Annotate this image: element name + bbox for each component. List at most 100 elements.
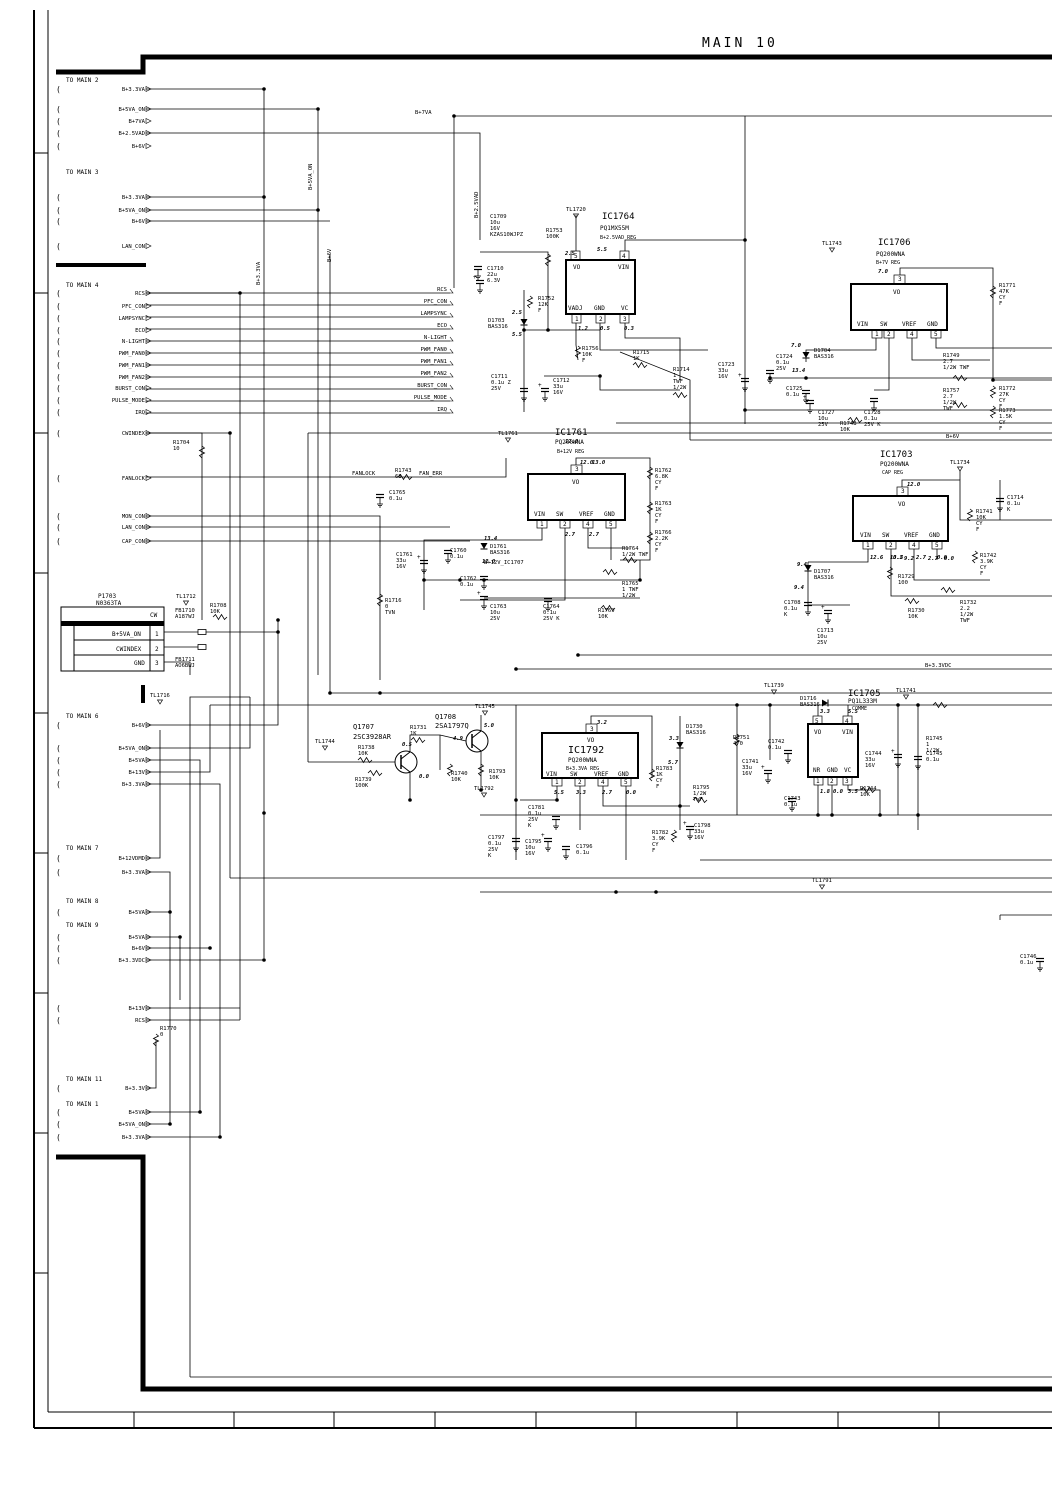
junction-dot bbox=[198, 1110, 202, 1114]
component-ref: C1710 bbox=[487, 266, 504, 272]
connector-group-title-5: TO MAIN 6 bbox=[66, 713, 99, 720]
rail-label: B+12V_IC1707 bbox=[484, 560, 524, 566]
component-value: 10K bbox=[976, 515, 987, 521]
bus-entry bbox=[449, 288, 454, 294]
voltage-label: 12.0 bbox=[482, 559, 496, 565]
component-value: 25V bbox=[490, 616, 501, 622]
component-value: 6.3V bbox=[487, 278, 501, 284]
component-ref: R1751 bbox=[733, 735, 750, 741]
component-ref: C1708 bbox=[784, 600, 801, 606]
ic1792-ref: IC1792 bbox=[568, 745, 604, 756]
junction-dot bbox=[830, 813, 834, 817]
connector-pin-label: B+6V bbox=[132, 723, 146, 729]
junction-dot bbox=[991, 378, 995, 382]
connector-pin-label: B+5VA bbox=[128, 1110, 145, 1116]
bus-label: N-LIGHT bbox=[424, 335, 448, 341]
component-ref: R1795 bbox=[693, 785, 710, 791]
component-value: 1 bbox=[673, 373, 676, 379]
component-ref: R1729 bbox=[898, 574, 915, 580]
component-ref: C1781 bbox=[528, 805, 545, 811]
component-value: 33u bbox=[553, 384, 563, 390]
ic1703-num-5: 5 bbox=[935, 542, 939, 549]
component-ref: C1728 bbox=[864, 410, 881, 416]
bus-labels: RCSPFC_CONLAMPSYNCECON-LIGHTPWM_FAN0PWM_… bbox=[414, 287, 454, 414]
resistor-symbol bbox=[602, 568, 618, 576]
connector-pin-label: PWM_FAN0 bbox=[119, 351, 146, 357]
component-ref: R1749 bbox=[943, 353, 960, 359]
connector-arrow bbox=[145, 869, 152, 875]
connector-arrow bbox=[145, 945, 152, 951]
connector-arrow bbox=[145, 513, 152, 519]
test-point-tl1720: TL1720 bbox=[566, 207, 586, 219]
component-ref: R1772 bbox=[999, 386, 1016, 392]
ic1764-ref: IC1764 bbox=[602, 212, 635, 222]
component-ref: R1743 bbox=[395, 468, 412, 474]
connector-group-title-10: TO MAIN 11 bbox=[66, 1076, 103, 1083]
connector-paren: ( bbox=[56, 756, 61, 765]
test-point-tl1743: TL1743 bbox=[822, 241, 842, 253]
ic1792-part: PQ200WNA bbox=[568, 757, 597, 764]
resistor-symbol bbox=[152, 1033, 160, 1047]
ic1761-pin-sw: SW bbox=[556, 511, 564, 518]
connector-paren: ( bbox=[56, 854, 61, 863]
component-value: K bbox=[1007, 507, 1011, 513]
resistor-symbol bbox=[367, 769, 383, 777]
resistor-symbol bbox=[886, 566, 894, 580]
voltage-label: 9.4 bbox=[794, 585, 805, 591]
component-value: 33u bbox=[396, 558, 406, 564]
resistor-symbol bbox=[376, 593, 384, 607]
bus-label: LAMPSYNC bbox=[421, 311, 448, 317]
component-value: BAS316 bbox=[490, 550, 510, 556]
connector-pin-label: B+3.3VA bbox=[122, 195, 146, 201]
voltage-label: 13.0 bbox=[592, 460, 606, 466]
connector-pin-label: B+2.5VAD bbox=[119, 131, 146, 137]
bus-label: BURST_CON bbox=[417, 383, 447, 389]
test-point-tl1734: TL1734 bbox=[950, 460, 971, 472]
junction-dot bbox=[378, 691, 382, 695]
connector-pin-label: B+3.3VA bbox=[122, 87, 146, 93]
component-ref: R1762 bbox=[655, 468, 672, 474]
component-ref: R1704 bbox=[173, 440, 190, 446]
component-ref: D1707 bbox=[814, 569, 831, 575]
connector-paren: ( bbox=[56, 85, 61, 94]
connector-pin-label: B+3.3VDC bbox=[119, 958, 146, 964]
component-value: CY bbox=[655, 480, 662, 486]
connector-paren: ( bbox=[56, 142, 61, 151]
component-ref: R1793 bbox=[489, 769, 506, 775]
ic1764-num-1: 1 bbox=[575, 316, 579, 323]
ic1761-num-5: 5 bbox=[609, 521, 613, 528]
component-c1743: C17430.1u bbox=[784, 796, 801, 812]
component-value: 1K bbox=[656, 772, 663, 778]
connector-pin-label: CWINDEX bbox=[122, 431, 146, 437]
connector-paren: ( bbox=[56, 289, 61, 298]
junction-dot bbox=[896, 703, 900, 707]
component-value: 1 TWF bbox=[622, 587, 639, 593]
connector-pin-label: B+12VDMD bbox=[119, 856, 146, 862]
component-ref: R1730 bbox=[908, 608, 925, 614]
ic-ic1792: IC1792 PQ200WNA B+3.3VA REG VO VIN SW VR… bbox=[541, 723, 639, 787]
resistor-symbol bbox=[410, 736, 426, 744]
component-ref: C1745 bbox=[926, 751, 943, 757]
component-ref: C1795 bbox=[525, 839, 542, 845]
ic1792-pin-gnd: GND bbox=[618, 771, 629, 778]
component-ref: C1760 bbox=[450, 548, 467, 554]
resistor-symbol bbox=[446, 763, 454, 777]
component-ref: C1714 bbox=[1007, 495, 1024, 501]
resistor-symbol bbox=[860, 786, 876, 794]
ic1705-num-5: 5 bbox=[815, 718, 819, 725]
voltage-label: 13.5 bbox=[890, 555, 904, 561]
connector-paren: ( bbox=[56, 474, 61, 483]
component-value: 47K bbox=[999, 289, 1010, 295]
voltage-label: 0.5 bbox=[600, 326, 611, 332]
connector-pin-label: B+5VA bbox=[128, 910, 145, 916]
component-value: CY bbox=[980, 565, 987, 571]
